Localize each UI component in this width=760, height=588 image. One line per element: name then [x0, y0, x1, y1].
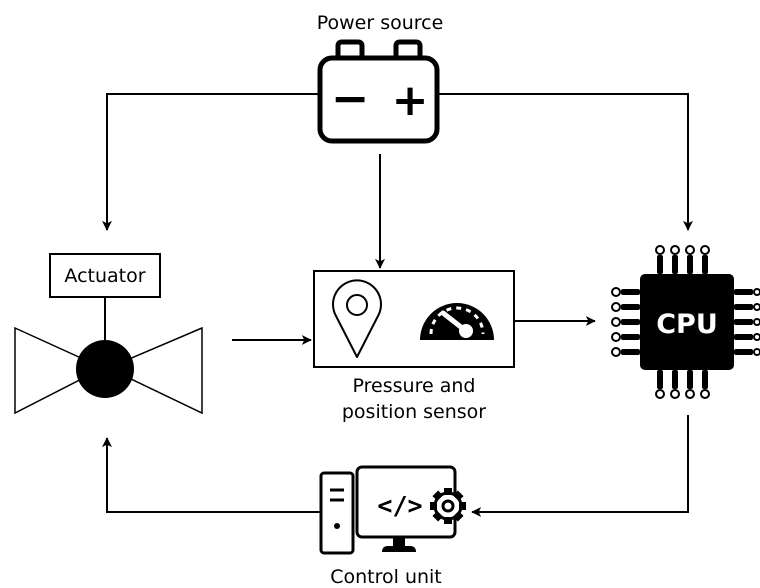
pc-tower-icon — [319, 471, 355, 555]
cpu-pin-right — [734, 349, 753, 355]
cpu-pin-bottom-cap — [655, 389, 665, 399]
cpu-pin-top-cap — [655, 245, 665, 255]
gear-tooth — [432, 490, 444, 502]
cpu-pin-left-cap — [611, 287, 621, 297]
gear-tooth — [430, 502, 437, 510]
cpu-pin-left — [621, 319, 640, 325]
battery-icon: − + — [317, 39, 440, 144]
cpu-pin-top-cap — [670, 245, 680, 255]
computer-code-settings-icon: </> — [319, 465, 466, 555]
cpu-pin-right — [734, 289, 753, 295]
arrow-power-to-cpu — [437, 93, 693, 231]
cpu-pin-left — [621, 334, 640, 340]
cpu-pin-top — [672, 255, 678, 274]
cpu-pin-bottom — [702, 370, 708, 389]
cpu-pin-right — [734, 304, 753, 310]
actuator-label: Actuator — [64, 265, 145, 287]
cpu-pin-right — [734, 319, 753, 325]
cpu-pin-left — [621, 289, 640, 295]
cpu-pin-right-cap — [753, 303, 760, 311]
gear-tooth — [459, 502, 466, 510]
gear-tooth — [452, 490, 464, 502]
arrow-power-to-actuator — [102, 93, 320, 231]
code-brackets-icon: </> — [377, 491, 422, 520]
battery-minus-sign: − — [331, 71, 370, 125]
cpu-pin-right-cap — [753, 288, 760, 296]
cpu-pin-right-cap — [753, 348, 760, 356]
cpu-pin-left-cap — [611, 332, 621, 342]
valve-icon — [14, 297, 203, 415]
cpu-pin-top-cap — [700, 245, 710, 255]
cpu-pin-top — [657, 255, 663, 274]
gear-tooth — [444, 488, 452, 495]
gear-tooth — [444, 517, 452, 524]
battery-plus-sign: + — [392, 75, 429, 126]
location-pin-icon — [332, 279, 382, 358]
cpu-pin-right-cap — [753, 333, 760, 341]
cpu-pin-bottom — [657, 370, 663, 389]
gear-icon — [430, 488, 466, 524]
arrow-control-unit-to-actuator — [102, 437, 320, 513]
cpu-pin-left — [621, 304, 640, 310]
control-unit-label: Control unit — [330, 566, 442, 588]
power-source-label: Power source — [317, 12, 444, 34]
cpu-pins — [611, 245, 760, 399]
cpu-pin-left-cap — [611, 317, 621, 327]
gauge-icon — [420, 303, 494, 340]
sensor-label-line-1: Pressure and — [353, 375, 476, 397]
cpu-pin-top-cap — [685, 245, 695, 255]
cpu-pin-left-cap — [611, 347, 621, 357]
cpu-pin-top — [687, 255, 693, 274]
arrow-cpu-to-control-unit — [471, 415, 689, 517]
gear-tooth — [452, 510, 464, 522]
sensor-label-line-2: position sensor — [342, 401, 486, 423]
cpu-pin-bottom-cap — [700, 389, 710, 399]
cpu-pin-left-cap — [611, 302, 621, 312]
cpu-pin-left — [621, 349, 640, 355]
cpu-label: CPU — [656, 309, 718, 340]
gear-tooth — [432, 510, 444, 522]
cpu-chip-icon — [640, 274, 734, 370]
cpu-pin-right — [734, 334, 753, 340]
cpu-pin-bottom — [687, 370, 693, 389]
cpu-pin-bottom-cap — [685, 389, 695, 399]
cpu-pin-top — [702, 255, 708, 274]
cpu-pin-bottom — [672, 370, 678, 389]
cpu-pin-right-cap — [753, 318, 760, 326]
cpu-pin-bottom-cap — [670, 389, 680, 399]
